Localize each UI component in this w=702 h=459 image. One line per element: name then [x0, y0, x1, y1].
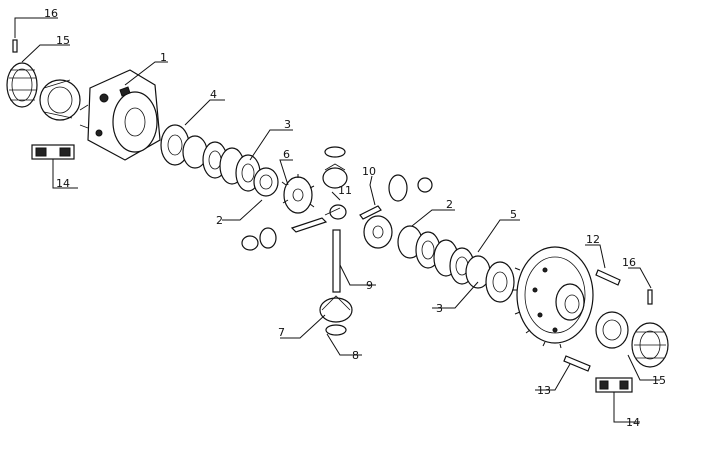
pin-16-left	[12, 39, 18, 53]
callout-16-right: 16	[622, 256, 636, 269]
cross-shaft-9	[332, 229, 341, 293]
callout-1: 1	[160, 51, 167, 64]
bearing-race-15-right	[631, 322, 669, 368]
callout-7: 7	[278, 326, 285, 339]
callout-15-left: 15	[56, 34, 70, 47]
bearing-shim-14-right	[595, 377, 633, 393]
callout-2-right: 2	[446, 198, 453, 211]
ring-gear	[512, 246, 594, 349]
washer-right-top	[417, 177, 433, 193]
bearing-right	[595, 311, 629, 349]
callout-13: 13	[537, 384, 551, 397]
callout-16-left: 16	[44, 7, 58, 20]
callout-3-upper: 3	[284, 118, 291, 131]
callout-14-right: 14	[626, 416, 640, 429]
pinion-washer-top	[324, 146, 346, 158]
thrust-washer-left	[241, 227, 277, 251]
side-gear-6	[281, 174, 315, 214]
pinion-gear-7	[319, 295, 353, 323]
clutch-plate-stack-left	[182, 135, 279, 197]
spacer-11	[324, 204, 347, 220]
bolt-13	[563, 355, 591, 372]
callout-2-left: 2	[216, 214, 223, 227]
bearing-race-15-left	[6, 62, 38, 108]
callout-14-left: 14	[56, 177, 70, 190]
bolt-12	[595, 269, 621, 286]
side-gear-right	[363, 215, 393, 249]
pin-16-right	[647, 289, 653, 305]
bearing-shim-14-left	[31, 144, 75, 168]
pinion-gear-right	[388, 174, 408, 202]
pinion-gear-top	[322, 163, 348, 189]
differential-case-1	[79, 69, 161, 161]
clutch-disc-4	[160, 124, 190, 166]
bearing-left	[39, 79, 81, 121]
callout-11: 11	[338, 184, 352, 197]
callout-6: 6	[283, 148, 290, 161]
callout-10: 10	[362, 165, 376, 178]
callout-8: 8	[352, 349, 359, 362]
callout-4: 4	[210, 88, 217, 101]
leader-lines	[14, 17, 660, 423]
callout-5: 5	[510, 208, 517, 221]
clutch-plate-stack-right	[397, 225, 515, 303]
callout-15-right: 15	[652, 374, 666, 387]
pin-10	[359, 205, 382, 220]
cross-shaft-pin	[290, 217, 328, 233]
callout-3-lower: 3	[436, 302, 443, 315]
callout-12: 12	[586, 233, 600, 246]
pinion-washer-8	[325, 324, 347, 336]
callout-9: 9	[366, 279, 373, 292]
